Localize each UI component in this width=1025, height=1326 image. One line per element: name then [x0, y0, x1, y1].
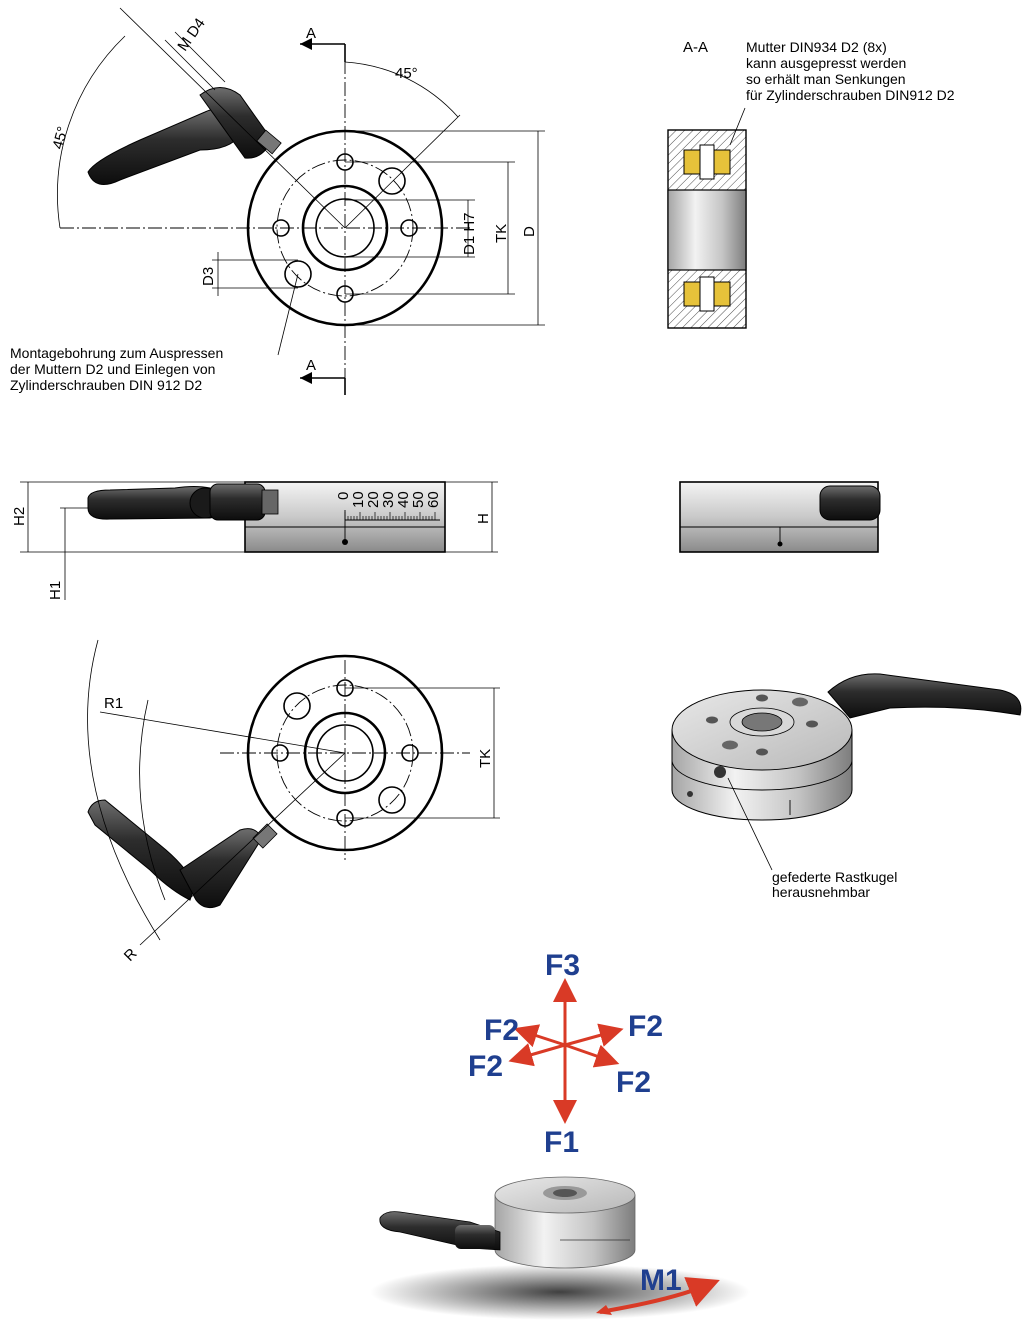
svg-text:Mutter DIN934 D2 (8x): Mutter DIN934 D2 (8x) — [746, 39, 887, 55]
dim-h: H — [475, 513, 492, 524]
force-f1: F1 — [544, 1126, 579, 1159]
dim-d: D — [521, 226, 538, 237]
dim-h2: H2 — [11, 507, 28, 526]
svg-text:0: 0 — [335, 492, 352, 500]
isometric-view: gefederte Rastkugel herausnehmbar — [671, 673, 1022, 900]
front-view: 0 10 20 30 40 50 60 H2 H1 H — [11, 481, 498, 600]
mounting-note: Montagebohrung zum Auspressen der Mutter… — [10, 345, 223, 393]
force-f2-ur: F2 — [628, 1010, 663, 1043]
clamp-lever-top — [87, 87, 282, 185]
force-f3: F3 — [545, 949, 580, 982]
dim-angle-top: 45° — [395, 65, 418, 82]
svg-text:60: 60 — [425, 491, 442, 508]
svg-text:50: 50 — [410, 491, 427, 508]
svg-text:40: 40 — [395, 491, 412, 508]
top-view: A A M D4 45° 45° D1 H7 TK D D3 Montagebo… — [10, 7, 545, 395]
side-view — [679, 481, 881, 553]
dim-tk-bottom: TK — [477, 749, 494, 768]
force-f2-ll: F2 — [468, 1050, 503, 1083]
dim-r: R — [121, 945, 141, 965]
section-a-a: A-A Mutter DIN934 D2 (8x) kann ausgepres… — [667, 39, 955, 329]
clamp-lever-bottom — [87, 799, 278, 909]
bottom-view: R1 R TK — [87, 639, 500, 965]
f2-arrow-ll — [508, 1043, 566, 1067]
section-note: Mutter DIN934 D2 (8x) kann ausgepresst w… — [746, 39, 955, 103]
scale: 0 10 20 30 40 50 60 — [335, 491, 442, 545]
dim-d1-h7: D1 H7 — [461, 212, 478, 255]
section-title: A-A — [683, 39, 708, 56]
f2-arrow-ul — [513, 1024, 566, 1048]
svg-text:Montagebohrung zum Auspressen: Montagebohrung zum Auspressen — [10, 345, 223, 361]
svg-text:20: 20 — [365, 491, 382, 508]
force-f2-lr: F2 — [616, 1066, 651, 1099]
forces-diagram: F3 F2 F2 F2 F2 F1 M1 — [370, 949, 750, 1320]
svg-text:10: 10 — [350, 491, 367, 508]
svg-text:gefederte Rastkugel: gefederte Rastkugel — [772, 869, 897, 885]
svg-text:für Zylinderschrauben DIN912 D: für Zylinderschrauben DIN912 D2 — [746, 87, 955, 103]
moment-m1: M1 — [640, 1264, 682, 1297]
svg-text:30: 30 — [380, 491, 397, 508]
svg-text:so erhält man Senkungen: so erhält man Senkungen — [746, 71, 906, 87]
dim-h1: H1 — [47, 581, 64, 600]
f2-arrow-ur — [564, 1023, 624, 1047]
svg-text:herausnehmbar: herausnehmbar — [772, 884, 870, 900]
svg-text:kann ausgepresst werden: kann ausgepresst werden — [746, 55, 906, 71]
force-f2-ul: F2 — [484, 1014, 519, 1047]
svg-text:Zylinderschrauben DIN 912 D2: Zylinderschrauben DIN 912 D2 — [10, 377, 202, 393]
ball-note: gefederte Rastkugel herausnehmbar — [772, 869, 897, 900]
dim-m-d4: M D4 — [174, 15, 208, 54]
cut-label-bottom: A — [306, 357, 316, 374]
dim-d3: D3 — [200, 267, 217, 286]
dim-tk-top: TK — [493, 224, 510, 243]
cut-label-top: A — [306, 25, 316, 42]
svg-text:der Muttern D2 und Einlegen vo: der Muttern D2 und Einlegen von — [10, 361, 215, 377]
clamp-lever-front — [87, 483, 279, 521]
dim-angle-left: 45° — [49, 125, 71, 151]
dim-r1: R1 — [104, 695, 123, 712]
f2-arrow-lr — [564, 1043, 620, 1068]
